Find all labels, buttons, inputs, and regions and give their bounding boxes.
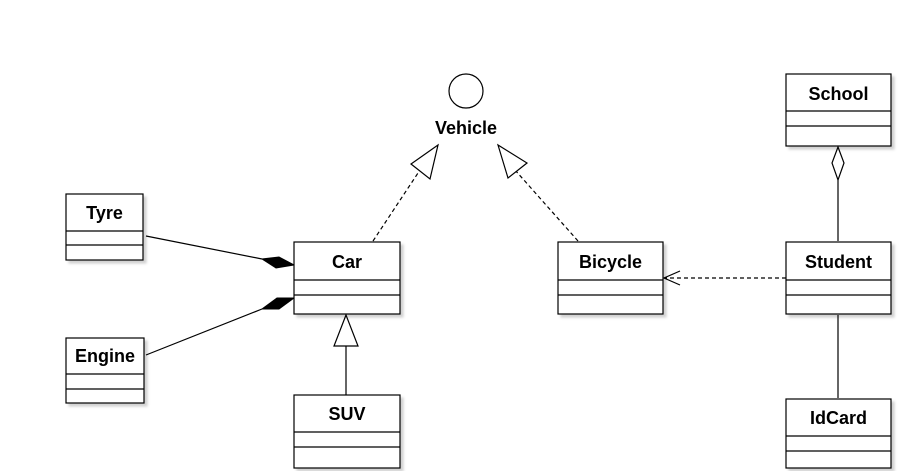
interface-vehicle[interactable]: Vehicle	[435, 73, 497, 138]
class-tyre[interactable]: Tyre	[65, 193, 144, 261]
suv-car-generalization	[333, 313, 359, 395]
tyre-car-composition	[145, 235, 296, 269]
class-student[interactable]: Student	[785, 241, 892, 315]
class-engine[interactable]: Engine	[65, 337, 145, 404]
interface-lollipop-icon	[448, 73, 484, 109]
class-school[interactable]: School	[785, 73, 892, 147]
bicycle-vehicle-realization	[496, 143, 579, 242]
class-idcard[interactable]: IdCard	[785, 398, 892, 469]
car-vehicle-realization	[372, 143, 439, 242]
class-bicycle[interactable]: Bicycle	[557, 241, 664, 315]
class-idcard-label: IdCard	[810, 408, 867, 428]
class-tyre-label: Tyre	[86, 203, 123, 223]
student-bicycle-dependency	[662, 270, 786, 286]
student-school-aggregation	[831, 145, 845, 241]
class-suv[interactable]: SUV	[293, 394, 401, 469]
class-car[interactable]: Car	[293, 241, 401, 315]
class-car-label: Car	[332, 252, 362, 272]
class-school-label: School	[808, 84, 868, 104]
class-engine-label: Engine	[75, 346, 135, 366]
interface-vehicle-label: Vehicle	[435, 118, 497, 138]
class-bicycle-label: Bicycle	[579, 252, 642, 272]
class-student-label: Student	[805, 252, 872, 272]
engine-car-composition	[145, 297, 296, 356]
class-suv-label: SUV	[328, 404, 365, 424]
